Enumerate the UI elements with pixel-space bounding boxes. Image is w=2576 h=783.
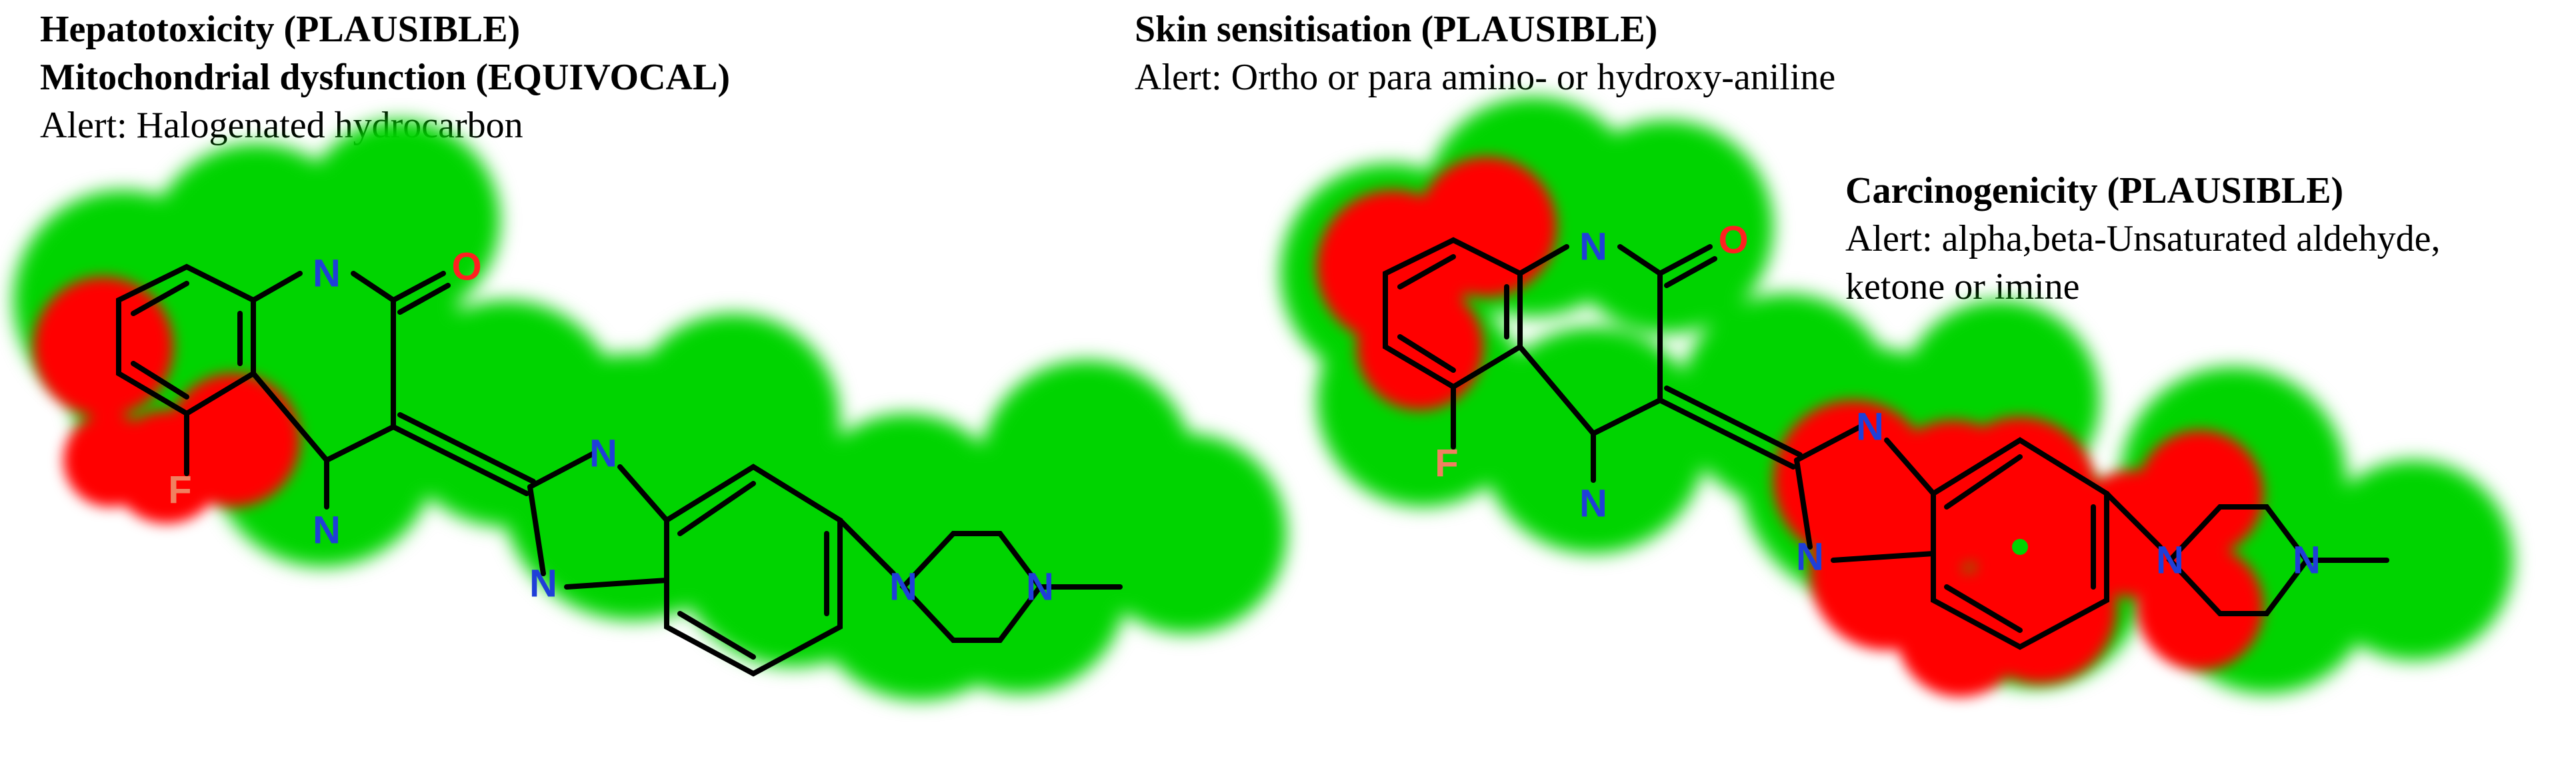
left-atoms: N O F N N N N N bbox=[168, 245, 1054, 609]
right-atom-n2: N bbox=[1579, 482, 1607, 526]
endpoint-mitochondrial: Mitochondrial dysfunction (EQUIVOCAL) bbox=[40, 57, 730, 98]
right-mid-annotation: Carcinogenicity (PLAUSIBLE) Alert: alpha… bbox=[1845, 167, 2441, 311]
left-atom-n3: N bbox=[589, 432, 617, 476]
alert-unsaturated-line2: ketone or imine bbox=[1845, 266, 2080, 307]
left-atom-n2: N bbox=[313, 509, 341, 552]
right-atom-o: O bbox=[1718, 219, 1748, 262]
endpoint-carcinogenicity: Carcinogenicity (PLAUSIBLE) bbox=[1845, 170, 2344, 211]
left-atom-o: O bbox=[451, 245, 481, 289]
left-atom-n5: N bbox=[889, 566, 917, 609]
alert-aniline: Alert: Ortho or para amino- or hydroxy-a… bbox=[1135, 57, 1836, 98]
right-atom-n3: N bbox=[1856, 406, 1884, 449]
left-annotation: Hepatotoxicity (PLAUSIBLE) Mitochondrial… bbox=[40, 5, 730, 149]
right-atom-f: F bbox=[1435, 442, 1458, 486]
right-top-annotation: Skin sensitisation (PLAUSIBLE) Alert: Or… bbox=[1135, 5, 1835, 101]
left-molecule: N O F N N N N N bbox=[13, 120, 1287, 700]
right-ring-center-dot bbox=[2012, 539, 2028, 555]
right-molecule: N O F N N N N N bbox=[1280, 97, 2513, 697]
left-atom-n4: N bbox=[529, 562, 557, 606]
endpoint-skin-sensitisation: Skin sensitisation (PLAUSIBLE) bbox=[1135, 9, 1658, 50]
right-atoms: N O F N N N N N bbox=[1435, 219, 2321, 582]
left-alert-halo bbox=[33, 277, 300, 524]
right-atom-n5: N bbox=[2156, 539, 2184, 582]
alert-unsaturated-line1: Alert: alpha,beta-Unsaturated aldehyde, bbox=[1845, 218, 2441, 259]
right-atom-n4: N bbox=[1796, 536, 1824, 579]
right-atom-n6: N bbox=[2293, 539, 2321, 582]
left-bonds bbox=[116, 263, 1123, 677]
endpoint-hepatotoxicity: Hepatotoxicity (PLAUSIBLE) bbox=[40, 9, 521, 50]
left-safe-halo bbox=[13, 120, 1287, 700]
right-atom-n1: N bbox=[1579, 225, 1607, 269]
left-atom-n6: N bbox=[1026, 566, 1054, 609]
right-bonds bbox=[1383, 237, 2389, 650]
left-atom-f: F bbox=[168, 469, 191, 512]
left-atom-n1: N bbox=[313, 252, 341, 295]
